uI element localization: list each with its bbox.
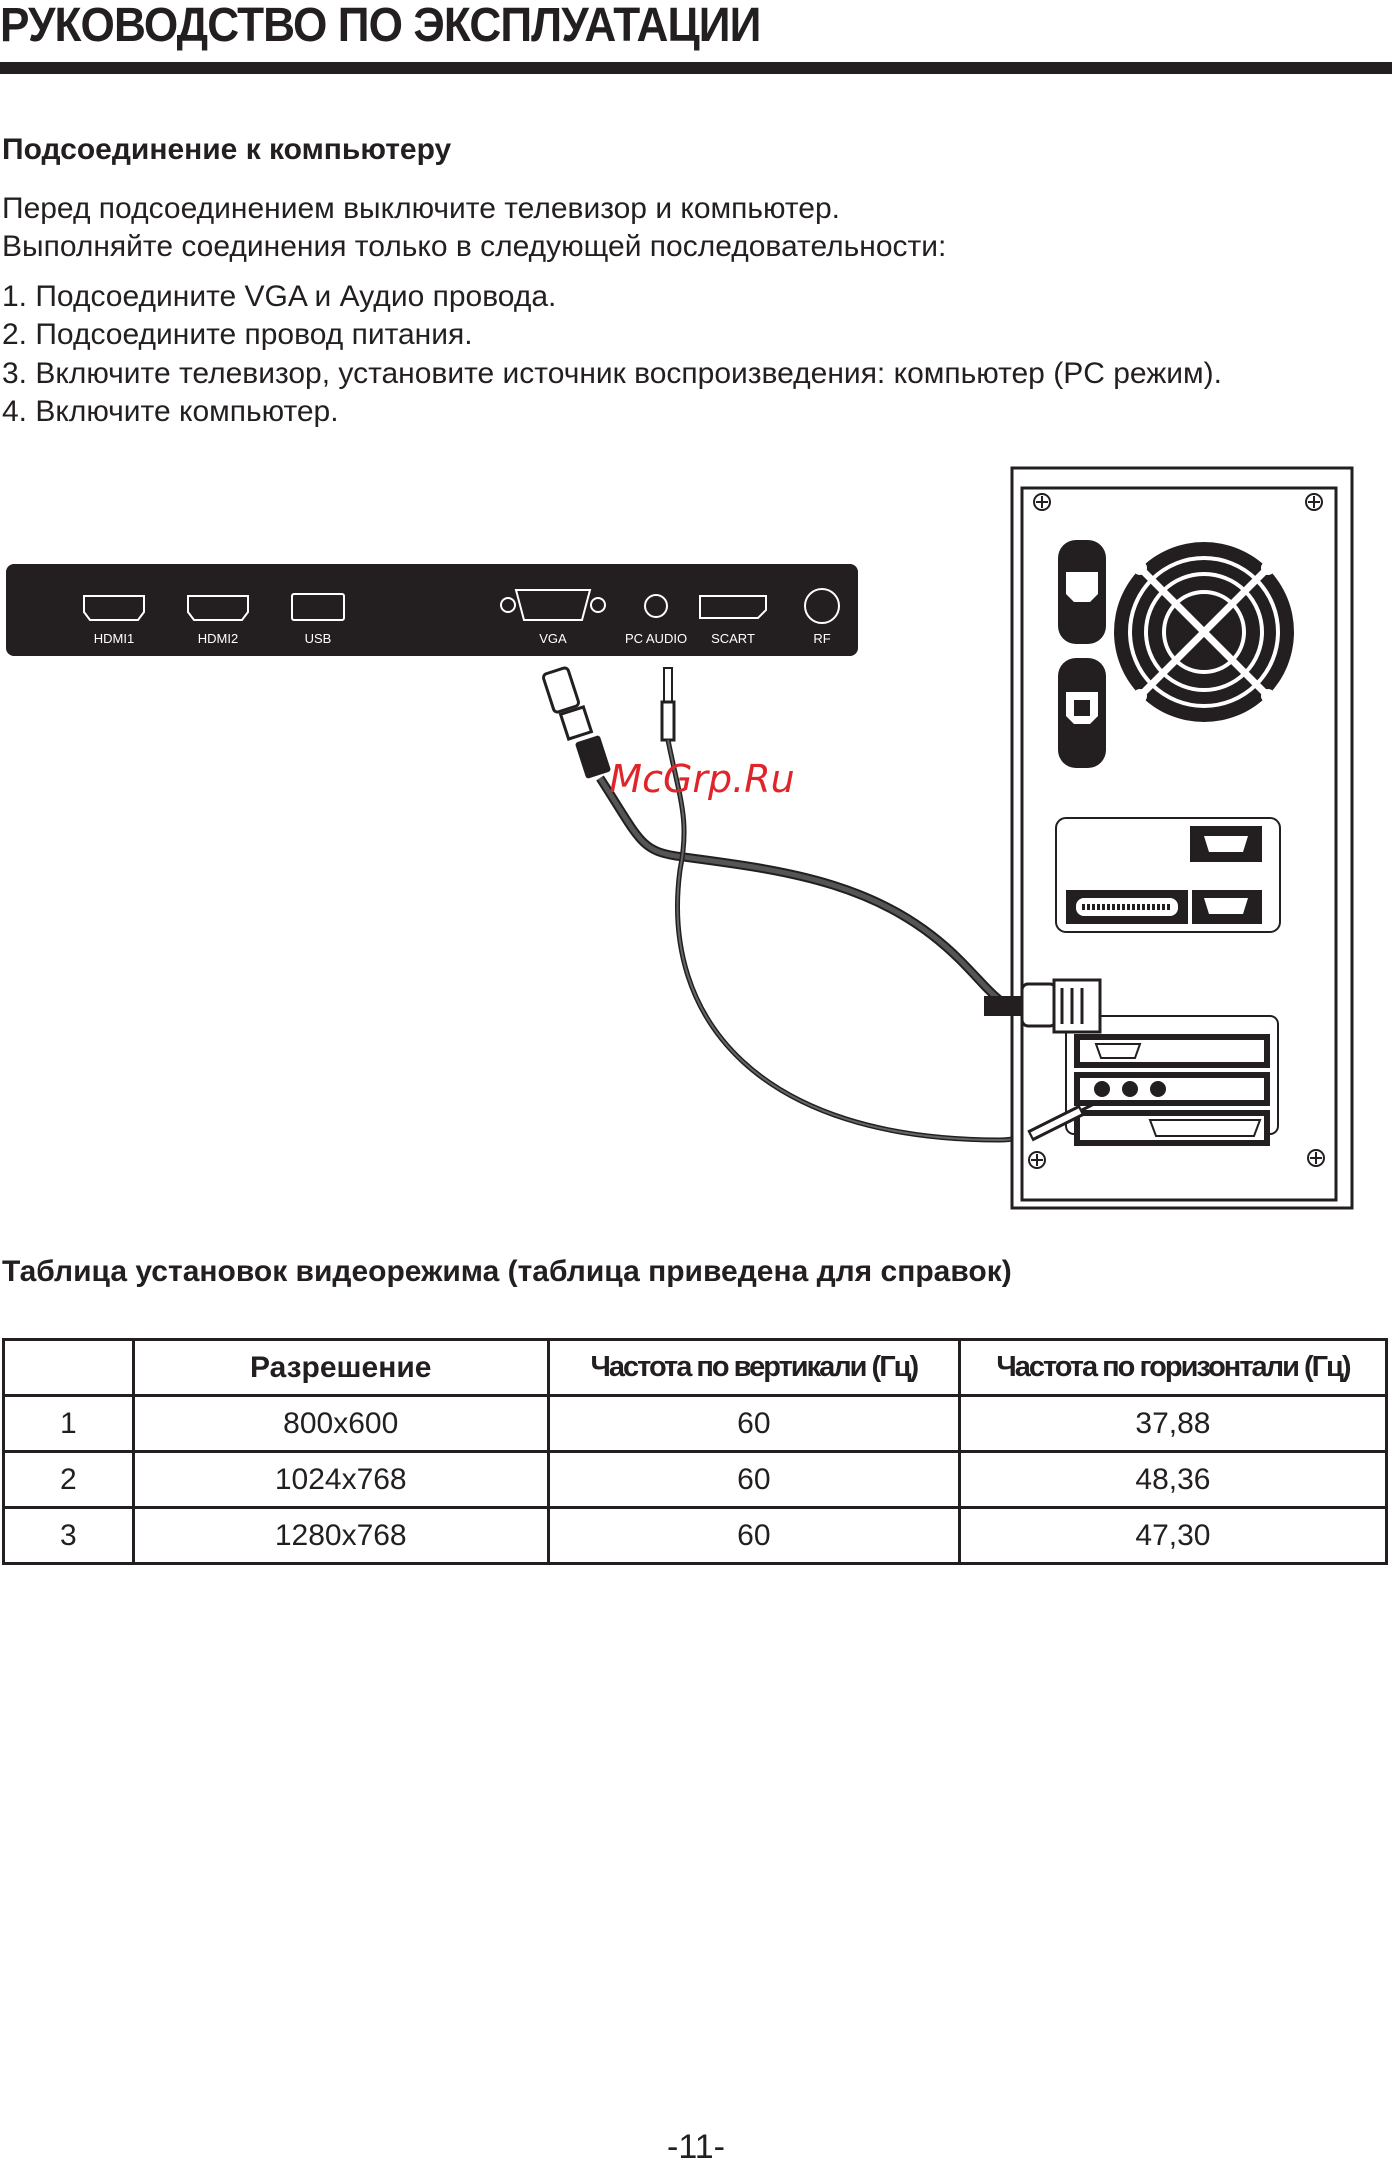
port-label: PC AUDIO <box>625 631 687 646</box>
usb-port-icon <box>291 593 345 621</box>
table-cell: 60 <box>546 1450 961 1509</box>
table-cell: 60 <box>546 1506 961 1565</box>
column-header: Разрешение <box>131 1338 550 1397</box>
port-label: USB <box>305 631 332 646</box>
port-label: HDMI1 <box>94 631 134 646</box>
table-cell: 1280x768 <box>131 1506 550 1565</box>
port-label: RF <box>813 631 830 646</box>
connection-diagram: HDMI1 HDMI2 USB VGA PC AUDIO SCART RF <box>6 466 1354 1210</box>
vga-port-icon <box>500 589 606 621</box>
port-label: SCART <box>711 631 755 646</box>
step-item: 1. Подсоедините VGA и Аудио провода. <box>2 280 557 313</box>
scart-port-icon <box>699 595 767 619</box>
table-cell: 47,30 <box>957 1506 1389 1565</box>
fan-icon <box>1114 542 1294 722</box>
rf-port-icon <box>804 588 840 624</box>
column-header: Частота по вертикали (Гц) <box>546 1338 961 1397</box>
table-cell: 48,36 <box>957 1450 1389 1509</box>
io-panel <box>1055 817 1281 933</box>
expansion-slots <box>1065 1015 1279 1146</box>
port-label: HDMI2 <box>198 631 238 646</box>
section-heading-pc-connection: Подсоединение к компьютеру <box>2 133 452 166</box>
pc-audio-port-icon <box>644 594 668 618</box>
pc-vga-plug-icon <box>984 978 1102 1034</box>
step-item: 3. Включите телевизор, установите источн… <box>2 357 1223 390</box>
pc-audio-plug-icon <box>1027 1100 1099 1142</box>
power-socket-icon <box>1058 540 1106 768</box>
watermark: McGrp.Ru <box>609 757 794 801</box>
port-label: VGA <box>539 631 567 646</box>
table-cell: 800x600 <box>131 1394 550 1453</box>
intro-line: Перед подсоединением выключите телевизор… <box>2 192 841 225</box>
page-number: -11- <box>667 2128 725 2166</box>
tv-connector-panel: HDMI1 HDMI2 USB VGA PC AUDIO SCART RF <box>6 564 858 656</box>
table-cell: 2 <box>2 1450 135 1509</box>
table-cell: 3 <box>2 1506 135 1565</box>
screw-icon <box>1028 493 1325 1169</box>
step-item: 2. Подсоедините провод питания. <box>2 318 473 351</box>
audio-jack-icon <box>660 667 676 742</box>
table-row: 2 1024x768 60 48,36 <box>2 1450 1389 1509</box>
intro-line: Выполняйте соединения только в следующей… <box>2 230 947 263</box>
table-row: 1 800x600 60 37,88 <box>2 1394 1389 1453</box>
pc-tower <box>984 466 1354 1210</box>
table-cell: 37,88 <box>957 1394 1389 1453</box>
step-item: 4. Включите компьютер. <box>2 395 339 428</box>
section-heading-video-modes: Таблица установок видеорежима (таблица п… <box>2 1255 1012 1288</box>
video-mode-table: Разрешение Частота по вертикали (Гц) Час… <box>2 1338 1389 1565</box>
table-header-row: Разрешение Частота по вертикали (Гц) Час… <box>2 1338 1389 1397</box>
hdmi2-port-icon <box>187 595 249 621</box>
title-rule <box>0 62 1392 74</box>
table-row: 3 1280x768 60 47,30 <box>2 1506 1389 1565</box>
hdmi1-port-icon <box>83 595 145 621</box>
table-cell: 1 <box>2 1394 135 1453</box>
column-header: Частота по горизонтали (Гц) <box>957 1338 1389 1397</box>
column-header <box>2 1338 135 1397</box>
page-title: РУКОВОДСТВО ПО ЭКСПЛУАТАЦИИ <box>0 0 761 52</box>
table-cell: 60 <box>546 1394 961 1453</box>
table-cell: 1024x768 <box>131 1450 550 1509</box>
vga-plug-icon <box>541 666 611 779</box>
vga-cable <box>596 775 1021 1011</box>
